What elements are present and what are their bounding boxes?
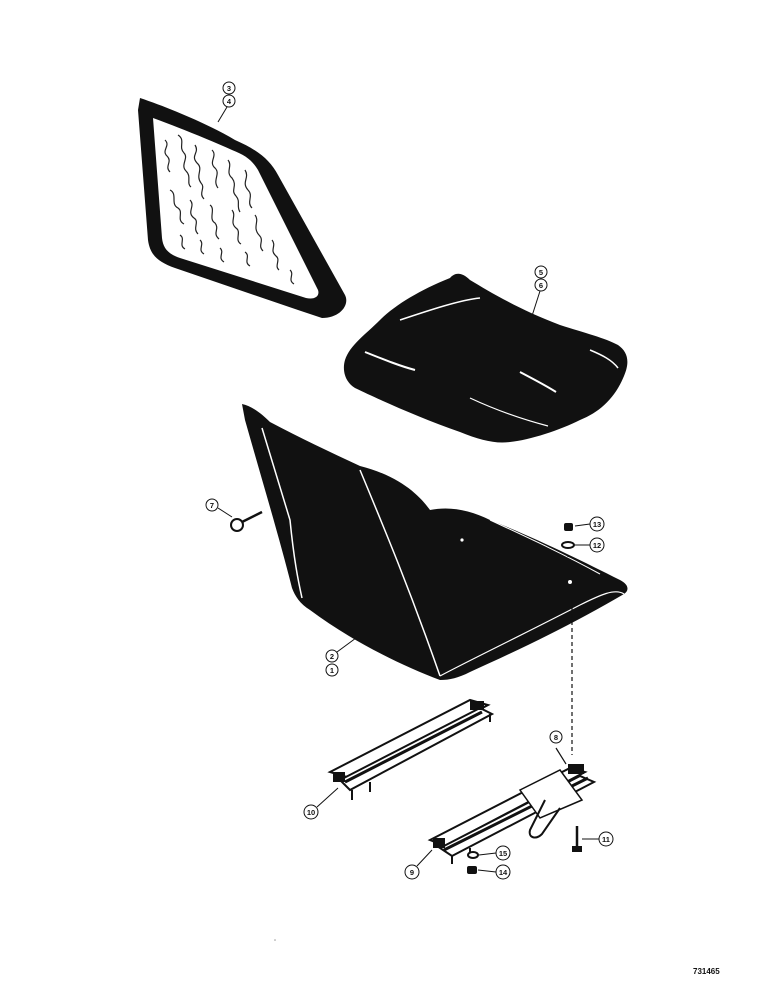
- callout-3: 3: [222, 81, 236, 95]
- washer-and-nut-lower: [467, 851, 479, 874]
- callout-label-1: 1: [330, 666, 334, 675]
- slide-rail-left: [327, 698, 495, 800]
- callout-11: 11: [582, 831, 614, 847]
- callout-label-7: 7: [210, 501, 214, 510]
- nut-and-washer: [561, 523, 575, 575]
- callout-label-3: 3: [227, 84, 231, 93]
- callout-label-15: 15: [499, 849, 507, 858]
- callout-label-10: 10: [307, 808, 315, 817]
- callout-12: 12: [575, 537, 605, 553]
- bolt-11: [572, 826, 582, 852]
- callout-5: 5: [534, 265, 548, 279]
- speck: [274, 939, 276, 941]
- callout-7: 7: [205, 498, 233, 518]
- callout-6: 6: [531, 278, 548, 317]
- callout-9: 9: [404, 849, 433, 880]
- callout-label-14: 14: [499, 868, 508, 877]
- callout-label-9: 9: [410, 868, 414, 877]
- slide-rail-right: [427, 747, 597, 864]
- callout-8: 8: [549, 730, 563, 744]
- figure-number: 731465: [693, 967, 720, 976]
- callout-label-12: 12: [593, 541, 601, 550]
- seat-back-cushion: [138, 98, 347, 318]
- seat-cushion: [343, 273, 628, 443]
- callout-label-13: 13: [593, 520, 601, 529]
- callout-15: 15: [478, 845, 511, 861]
- callout-13: 13: [574, 516, 605, 532]
- callout-2: 2: [325, 637, 357, 663]
- callout-10: 10: [303, 787, 339, 820]
- callout-1: 1: [325, 663, 339, 677]
- callout-14: 14: [477, 864, 511, 880]
- callout-label-11: 11: [602, 835, 610, 844]
- callout-label-8: 8: [554, 733, 558, 742]
- callout-label-6: 6: [539, 281, 543, 290]
- bolt-7: [230, 510, 263, 532]
- callout-label-2: 2: [330, 652, 334, 661]
- callout-4: 4: [217, 94, 236, 123]
- seat-pan: [242, 404, 628, 680]
- callout-label-5: 5: [539, 268, 543, 277]
- callout-label-4: 4: [227, 97, 232, 106]
